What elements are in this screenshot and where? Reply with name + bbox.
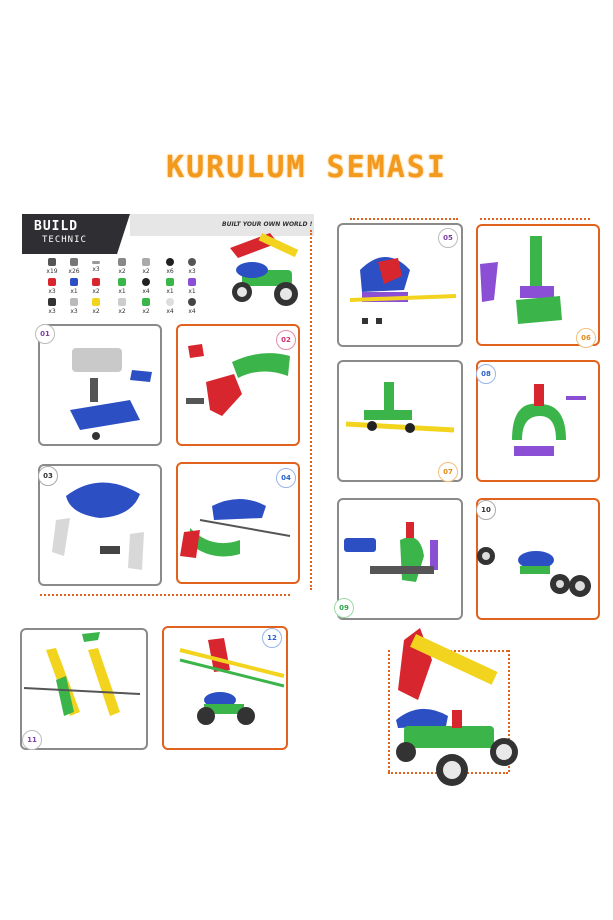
step-number: 05 xyxy=(438,228,458,248)
connector xyxy=(310,230,312,590)
step-11-panel xyxy=(20,628,148,750)
step-01-panel xyxy=(38,324,162,446)
part-washer: x6 xyxy=(158,258,182,275)
logo-text-technic: TECHNIC xyxy=(42,235,87,245)
final-frame-bottom xyxy=(388,772,508,774)
step-03-panel xyxy=(38,464,162,586)
part-green-curve: x1 xyxy=(110,278,134,295)
step-10-panel xyxy=(476,498,600,620)
part-red-cap: x3 xyxy=(40,278,64,295)
header-bar xyxy=(130,214,314,236)
step-number: 10 xyxy=(476,500,496,520)
final-frame-left xyxy=(388,650,390,772)
part-green-strip: x1 xyxy=(158,278,182,295)
parts-list: x19 x26 x3 x2 x2 x6 x3 x3 x1 x2 x1 x4 x1… xyxy=(40,258,200,322)
part-small-strip: x2 xyxy=(110,298,134,315)
step-number: 03 xyxy=(38,466,58,486)
step-09-panel xyxy=(337,498,463,620)
step-number: 09 xyxy=(334,598,354,618)
step-07-panel xyxy=(337,360,463,482)
step-number: 06 xyxy=(576,328,596,348)
step-number: 04 xyxy=(276,468,296,488)
part-spacer: x3 xyxy=(180,258,204,275)
step-number: 11 xyxy=(22,730,42,750)
part-gray-plate: x3 xyxy=(62,298,86,315)
part-wrench: x2 xyxy=(134,258,158,275)
connector xyxy=(40,594,290,596)
part-tire-small: x4 xyxy=(180,298,204,315)
step-number: 02 xyxy=(276,330,296,350)
part-yellow-strip: x2 xyxy=(84,298,108,315)
step-number: 07 xyxy=(438,462,458,482)
part-green-bracket: x2 xyxy=(134,298,158,315)
part-black-spacer: x3 xyxy=(40,298,64,315)
step-number: 08 xyxy=(476,364,496,384)
step-number: 12 xyxy=(262,628,282,648)
logo-text-build: BUILD xyxy=(34,219,79,234)
header-slogan: BUILT YOUR OWN WORLD ! xyxy=(222,221,313,228)
step-number: 01 xyxy=(35,324,55,344)
part-wheel-hub: x4 xyxy=(158,298,182,315)
connector xyxy=(350,218,458,220)
part-bracket: x2 xyxy=(110,258,134,275)
logo-block xyxy=(22,214,130,254)
final-frame-top xyxy=(418,650,508,652)
part-red-plate: x2 xyxy=(84,278,108,295)
brand-header: BUILD TECHNIC BUILT YOUR OWN WORLD ! xyxy=(22,214,314,254)
part-tire: x4 xyxy=(134,278,158,295)
page-title: KURULUM SEMASI xyxy=(166,150,447,185)
part-axle: x3 xyxy=(84,258,108,273)
connector xyxy=(480,218,590,220)
part-nut: x26 xyxy=(62,258,86,275)
part-purple-strip: x1 xyxy=(180,278,204,295)
final-frame-right xyxy=(508,650,510,772)
part-screw: x19 xyxy=(40,258,64,275)
part-blue-cover: x1 xyxy=(62,278,86,295)
